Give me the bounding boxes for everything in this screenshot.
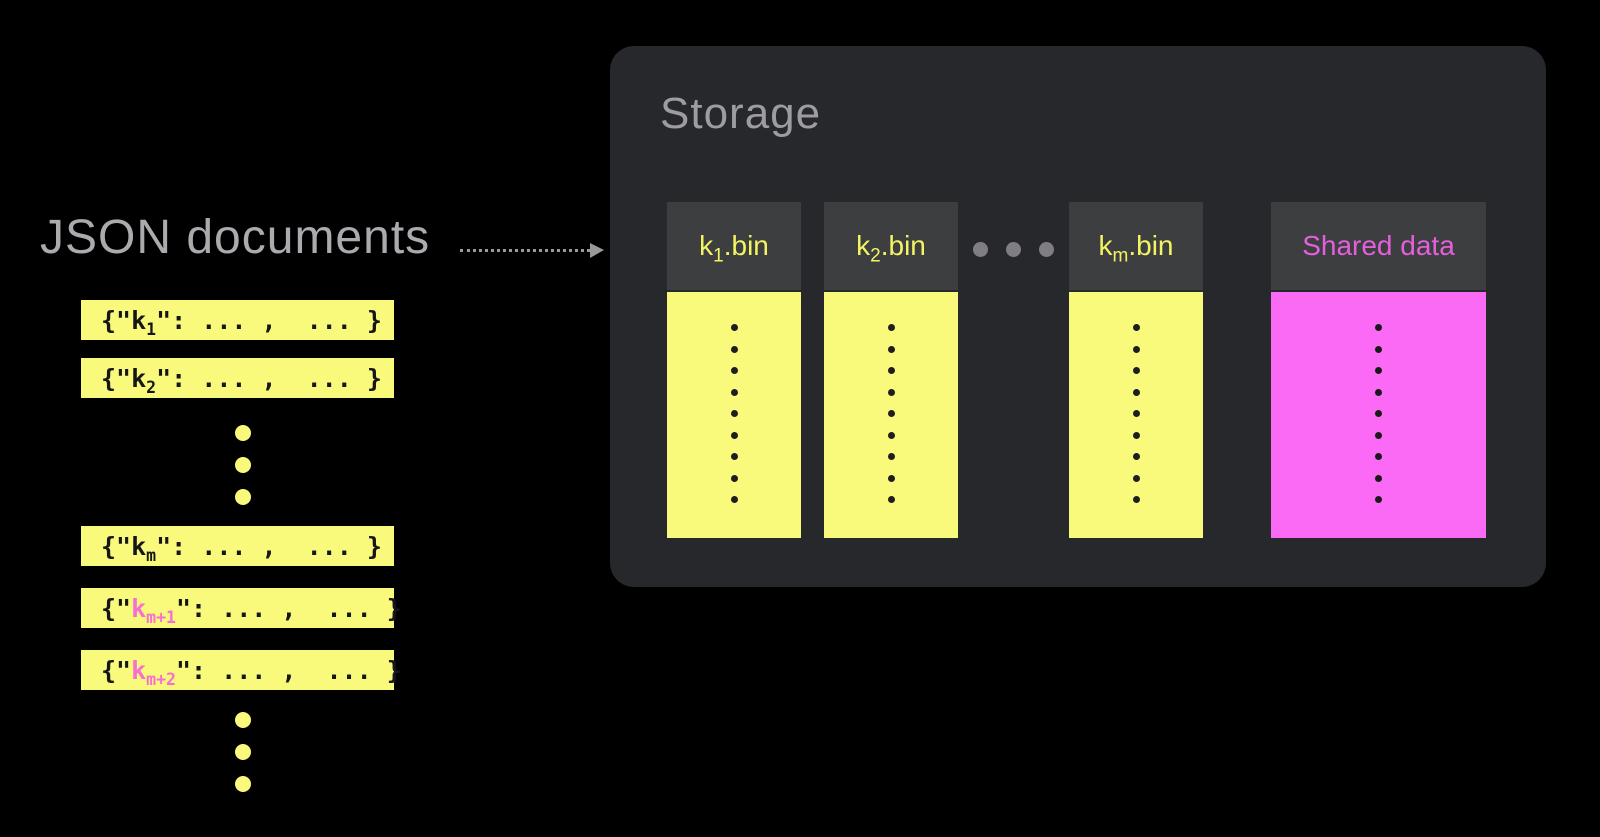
shared-data-header: Shared data — [1271, 202, 1486, 290]
bin-header: k1.bin — [667, 202, 801, 290]
storage-column-shared-data: Shared data — [1271, 202, 1486, 538]
shared-data-body — [1271, 292, 1486, 538]
arrow-dotted-line — [460, 249, 590, 252]
json-doc-bar-km2: {"km+2": ... , ... } — [81, 650, 402, 690]
code-text: {"k2": ... , ... } — [101, 363, 382, 397]
json-doc-bar-k1: {"k1": ... , ... } — [81, 300, 394, 340]
storage-title: Storage — [660, 89, 822, 138]
storage-column-k2: k2.bin — [824, 202, 958, 538]
json-doc-bar-km1: {"km+1": ... , ... } — [81, 588, 402, 628]
bin-body — [824, 292, 958, 538]
shared-data-label: Shared data — [1302, 230, 1455, 261]
ellipsis-horizontal-icon — [973, 242, 1054, 257]
storage-column-k1: k1.bin — [667, 202, 801, 538]
storage-panel: Storage k1.bin k2.bin km.bin Shared data — [610, 46, 1546, 587]
code-text: {"km+2": ... , ... } — [101, 655, 402, 689]
json-doc-bar-km: {"km": ... , ... } — [81, 526, 394, 566]
storage-column-km: km.bin — [1069, 202, 1203, 538]
json-documents-title: JSON documents — [40, 211, 431, 264]
json-doc-bar-k2: {"k2": ... , ... } — [81, 358, 394, 398]
code-text: {"km": ... , ... } — [101, 531, 382, 565]
ellipsis-vertical-icon — [235, 425, 251, 505]
code-text: {"km+1": ... , ... } — [101, 593, 402, 627]
arrow-head-icon — [590, 243, 604, 258]
bin-header: km.bin — [1069, 202, 1203, 290]
bin-label: k1.bin — [699, 230, 769, 267]
ellipsis-vertical-icon — [235, 712, 251, 792]
bin-label: k2.bin — [856, 230, 926, 267]
code-text: {"k1": ... , ... } — [101, 305, 382, 339]
bin-header: k2.bin — [824, 202, 958, 290]
arrow-json-to-storage-icon — [460, 243, 608, 258]
bin-body — [1069, 292, 1203, 538]
bin-label: km.bin — [1098, 230, 1174, 267]
bin-body — [667, 292, 801, 538]
